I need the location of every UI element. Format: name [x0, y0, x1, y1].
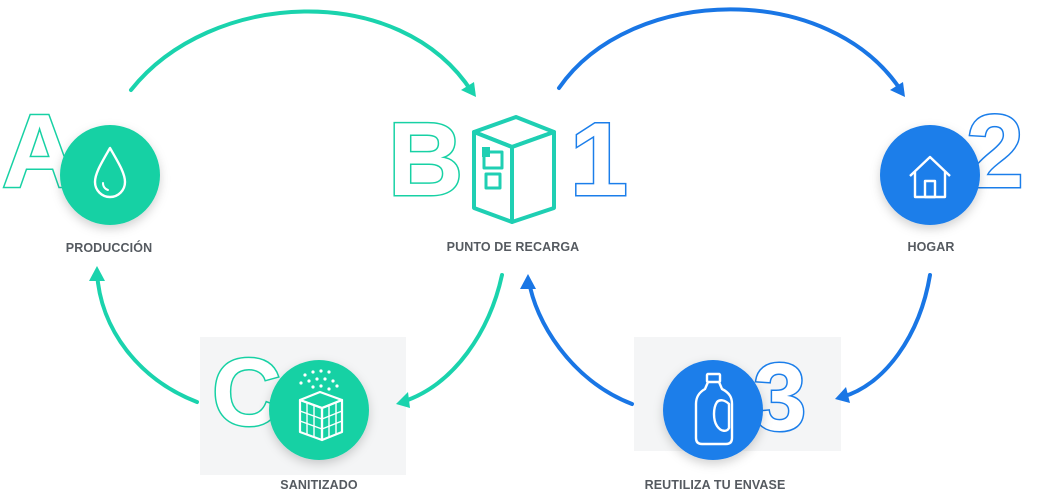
arrowhead-hogar: [890, 82, 905, 97]
arrowhead-recarga: [520, 274, 536, 289]
arrow-sanitizado-to-produccion: [95, 270, 199, 404]
arrowhead-recarga: [461, 82, 476, 97]
label-sanitizado: SANITIZADO: [280, 478, 358, 492]
arrow-produccion-to-recarga: [129, 9, 474, 94]
label-reutiliza-tu-envase: REUTILIZA TU ENVASE: [644, 478, 786, 492]
arrow-recarga-to-sanitizado: [400, 273, 504, 404]
arrowhead-produccion: [89, 266, 105, 281]
number-1: 1: [570, 102, 628, 218]
detergent-bottle-icon: [694, 372, 734, 446]
label-punto-de-recarga: PUNTO DE RECARGA: [446, 240, 580, 254]
reutiliza-node: [663, 360, 763, 460]
green-arrowheads: [89, 82, 476, 408]
sanitizing-crate-icon: [299, 369, 339, 391]
blue-cycle-arrows: [527, 7, 932, 406]
house-icon: [909, 155, 951, 199]
arrow-recarga-to-hogar: [557, 7, 904, 94]
label-hogar: HOGAR: [907, 240, 955, 254]
hogar-node: [880, 125, 980, 225]
green-cycle-arrows: [95, 9, 504, 404]
blue-arrowheads: [520, 82, 905, 403]
arrowhead-reutiliza: [835, 387, 850, 403]
arrow-hogar-to-reutiliza: [840, 273, 932, 399]
label-produccion: PRODUCCIÓN: [65, 241, 153, 255]
number-2: 2: [966, 94, 1024, 210]
produccion-node: [60, 125, 160, 225]
water-drop-icon: [93, 146, 127, 199]
arrowhead-sanitizado: [396, 392, 410, 408]
arrow-reutiliza-to-recarga: [527, 279, 634, 406]
letter-c: C: [212, 339, 281, 446]
refill-station-icon: [472, 115, 556, 224]
letter-b: B: [388, 102, 463, 218]
sanitizado-node: [269, 360, 369, 460]
